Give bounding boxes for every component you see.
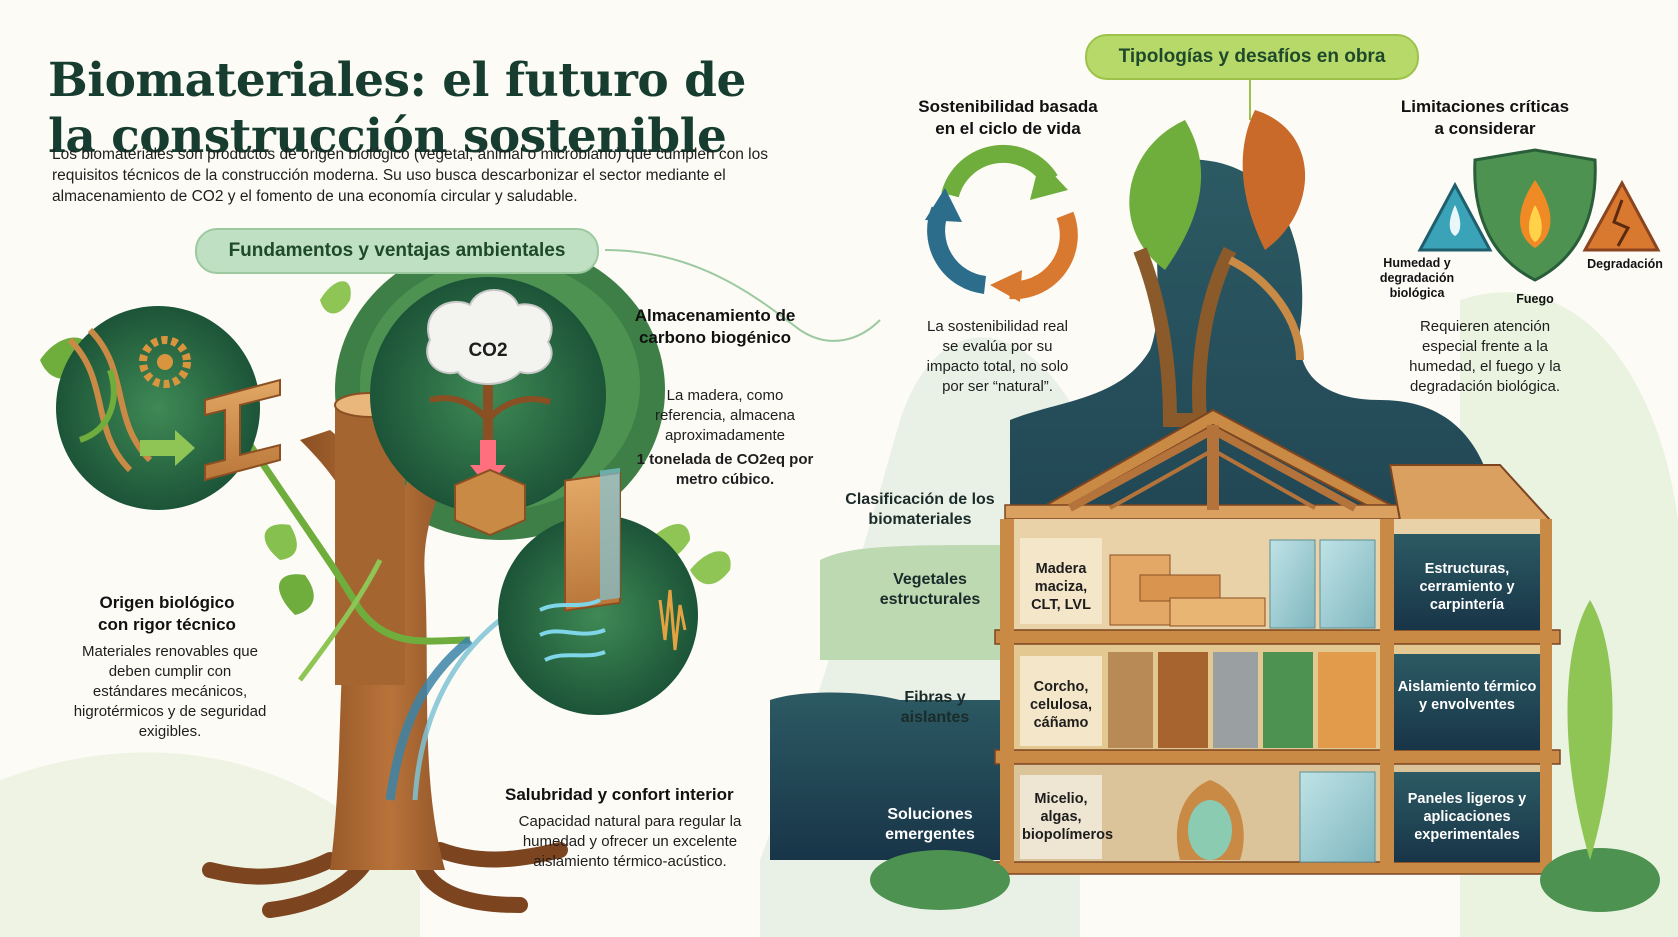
lifecycle-heading: Sostenibilidad basada en el ciclo de vid… [908,96,1108,140]
row-materials-fibres: Corcho, celulosa, cáñamo [1029,679,1093,731]
health-comfort-illustration [498,467,731,715]
health-text: Capacidad natural para regular la humeda… [518,813,742,870]
row-materials-structural: Madera maciza, CLT, LVL [1031,561,1091,613]
risk-fire-label: Fuego [1516,292,1554,306]
carbon-text: La madera, como referencia, almacena apr… [654,387,796,444]
limits-heading-line-2: a considerar [1434,119,1536,138]
row-label-emerging: Soluciones emergentes [885,806,975,843]
limits-heading-line-1: Limitaciones críticas [1400,97,1570,116]
classification-heading: Clasificación de los biomateriales [845,491,995,528]
origin-text: Materiales renovables que deben cumplir … [73,643,267,740]
co2-label: CO2 [468,340,508,361]
carbon-heading-line-2: carbono biogénico [638,328,792,347]
risk-moisture-label: Humedad y degradación biológica [1379,256,1455,300]
limits-heading: Limitaciones críticas a considerar [1385,96,1585,140]
row-label-fibres: Fibras y aislantes [900,689,970,726]
row-uses-emerging: Paneles ligeros y aplicaciones experimen… [1407,791,1527,843]
row-materials-emerging: Micelio, algas, biopolímeros [1022,791,1114,843]
intro-paragraph: Los biomateriales son productos de orige… [52,146,768,205]
lifecycle-cycle-icon [925,144,1078,302]
carbon-highlight: 1 tonelada de CO2eq por metro cúbico. [636,451,814,488]
page-title-line-1: Biomateriales: el futuro de [48,53,746,109]
origin-heading: Origen biológico con rigor técnico [72,592,262,636]
row-uses-fibres: Aislamiento térmico y envolventes [1397,679,1537,713]
risk-icons [1417,148,1661,282]
section-pill-fundamentals: Fundamentos y ventajas ambientales [195,228,599,274]
section-pill-typologies: Tipologías y desafíos en obra [1085,34,1419,80]
row-uses-structural: Estructuras, cerramiento y carpintería [1419,561,1515,613]
page-title-line-2: la construcción sostenible [48,109,727,165]
lifecycle-heading-line-2: en el ciclo de vida [935,119,1081,138]
origin-heading-line-1: Origen biológico [99,593,235,612]
limits-text: Requieren atención especial frente a la … [1409,318,1561,395]
carbon-heading-line-1: Almacenamiento de [634,306,796,325]
carbon-storage-illustration [370,277,606,537]
health-heading: Salubridad y confort interior [505,785,734,804]
carbon-heading: Almacenamiento de carbono biogénico [610,305,820,349]
house-tree-illustration [770,110,1660,912]
risk-degradation-label: Degradación [1587,257,1663,271]
origin-heading-line-2: con rigor técnico [98,615,236,634]
origin-illustration [56,306,281,510]
page-title: Biomateriales: el futuro de la construcc… [48,53,808,165]
connector-line [604,249,881,342]
row-label-structural: Vegetales estructurales [879,571,981,608]
degradation-icon [1582,179,1661,252]
lifecycle-text: La sostenibilidad real se evalúa por su … [926,318,1069,395]
lifecycle-heading-line-1: Sostenibilidad basada [918,97,1098,116]
